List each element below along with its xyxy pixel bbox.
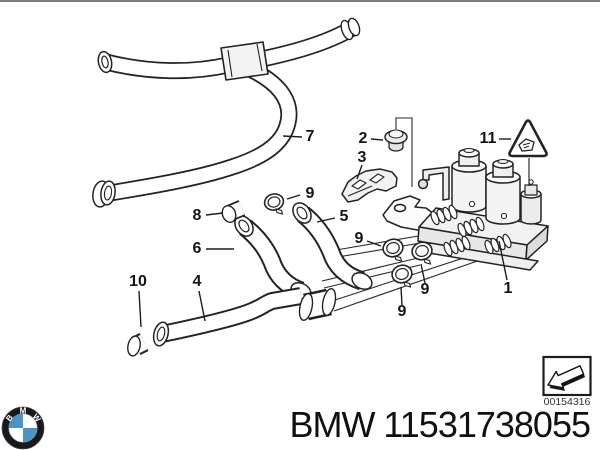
bmw-logo: B M W <box>1 407 45 450</box>
part-label-6: 6 <box>192 240 202 257</box>
leader-lines <box>138 135 511 328</box>
diagram-code: 00154316 <box>543 396 591 408</box>
tee-connector <box>220 41 269 81</box>
hose-5 <box>292 202 373 291</box>
part-label-3: 3 <box>357 149 367 166</box>
part-label-11: 11 <box>479 130 497 147</box>
direction-stamp <box>542 355 592 397</box>
grommet-2 <box>384 117 413 187</box>
hose-clamp-9-d <box>391 264 413 288</box>
svg-text:W: W <box>31 412 43 424</box>
bmw-logo-quadrant-blue-tl <box>8 413 23 428</box>
hose-clamp-9-b <box>382 238 404 262</box>
part-label-9-a: 9 <box>305 185 315 202</box>
bmw-logo-quadrant-blue-br <box>23 428 38 443</box>
hose-clamp-9-c <box>411 241 433 265</box>
part-label-4: 4 <box>192 273 202 290</box>
part-label-8: 8 <box>192 207 202 224</box>
water-valve-assembly-1 <box>382 148 549 271</box>
hose-clamps-9 <box>263 193 433 288</box>
hose-assembly-7 <box>92 17 361 208</box>
bmw-logo-letters: B M W <box>4 407 42 425</box>
bracket-3 <box>341 168 398 203</box>
svg-text:B: B <box>4 413 15 423</box>
part-label-9-c: 9 <box>420 281 430 298</box>
part-number-title: BMW 11531738055 <box>289 404 591 445</box>
valve-ribbed-fittings <box>430 204 512 257</box>
svg-text:M: M <box>20 407 27 416</box>
warning-triangle-icon <box>508 119 548 186</box>
hose-clamp-9-a <box>263 193 285 215</box>
part-label-9-d: 9 <box>397 303 407 320</box>
part-label-10: 10 <box>129 273 147 290</box>
hose-6 <box>234 215 312 301</box>
part-label-1: 1 <box>503 280 513 297</box>
part-label-5: 5 <box>339 208 349 225</box>
part-label-9-b: 9 <box>354 230 364 247</box>
hose-4 <box>152 287 337 347</box>
stamp-arrow-icon <box>547 365 585 389</box>
part-label-2: 2 <box>358 130 368 147</box>
sleeve-8 <box>221 200 246 223</box>
sleeve-10 <box>127 333 149 357</box>
image-top-border <box>0 0 600 2</box>
part-label-7: 7 <box>305 128 315 145</box>
